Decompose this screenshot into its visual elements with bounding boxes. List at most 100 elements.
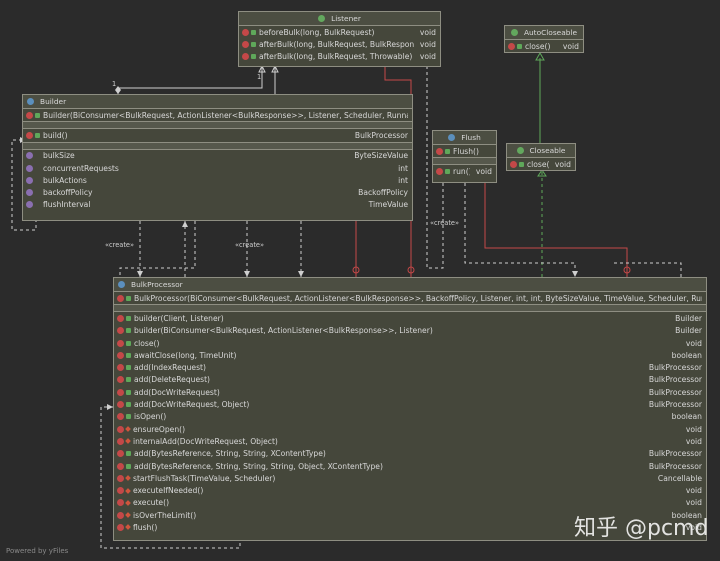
autocloseable-header: AutoCloseable: [505, 26, 583, 40]
closeable-header: Closeable: [507, 144, 575, 158]
field-name: bulkActions: [43, 175, 87, 185]
private-icon: [125, 524, 131, 531]
return-type: void: [685, 338, 702, 348]
edge-arrowhead: [537, 169, 547, 177]
field-icon: [26, 201, 33, 209]
method-signature: awaitClose(long, TimeUnit): [134, 350, 237, 360]
edge-bp-selfloop: [100, 406, 241, 549]
return-type: BulkProcessor: [648, 375, 702, 385]
method-row: executeIfNeeded()void: [114, 484, 706, 496]
private-icon: [125, 512, 131, 519]
listener-class-box[interactable]: Listener beforeBulk(long, BulkRequest)vo…: [238, 11, 441, 67]
method-row: startFlushTask(TimeValue, Scheduler)Canc…: [114, 472, 706, 484]
method-signature: close(): [527, 159, 549, 169]
method-row: awaitClose(long, TimeUnit) boolean: [114, 349, 706, 361]
edge-inner-anchor: [623, 266, 631, 274]
method-icon: [117, 314, 124, 322]
method-signature: run(): [453, 166, 470, 176]
public-icon: [35, 132, 40, 138]
method-signature: afterBulk(long, BulkRequest, Throwable): [259, 52, 413, 62]
field-type: ByteSizeValue: [354, 151, 408, 161]
method-signature: executeIfNeeded(): [133, 486, 204, 496]
public-icon: [445, 148, 450, 154]
return-type: void: [685, 436, 702, 446]
method-signature: beforeBulk(long, BulkRequest): [259, 27, 375, 37]
method-row: afterBulk(long, BulkRequest, BulkRespons…: [239, 38, 440, 50]
separator: [23, 141, 412, 150]
method-icon: [117, 450, 124, 458]
public-icon: [126, 328, 131, 334]
return-type: BulkProcessor: [648, 449, 702, 459]
autocloseable-class-box[interactable]: AutoCloseable close()void: [504, 25, 584, 53]
field-icon: [26, 152, 33, 160]
method-row: isOpen()boolean: [114, 411, 706, 423]
bulkprocessor-class-box[interactable]: BulkProcessor BulkProcessor(BiConsumer<B…: [113, 277, 707, 541]
method-row: close() void: [507, 158, 575, 170]
method-row: add(DocWriteRequest, Object)BulkProcesso…: [114, 398, 706, 410]
method-signature: builder(Client, Listener): [134, 313, 224, 323]
return-type: BulkProcessor: [648, 461, 702, 471]
return-type: boolean: [671, 510, 702, 520]
method-signature: build(): [43, 130, 68, 140]
public-icon: [126, 365, 131, 371]
method-icon: [26, 131, 33, 139]
field-name: backoffPolicy: [43, 188, 93, 198]
class-icon: [448, 134, 456, 141]
edge-bp-right-loop: [614, 262, 682, 277]
method-signature: flush(): [133, 522, 158, 532]
flush-class-box[interactable]: Flush Flush() run()void: [432, 130, 497, 183]
public-icon: [126, 295, 131, 301]
edge-flush-listener: [426, 67, 444, 269]
powered-by-footer: Powered by yFiles: [6, 547, 69, 555]
private-icon: [125, 500, 131, 506]
private-icon: [125, 475, 131, 482]
return-type: BulkProcessor: [648, 387, 702, 397]
flush-header: Flush: [433, 131, 496, 145]
method-icon: [117, 364, 124, 372]
field-name: flushInterval: [43, 200, 91, 210]
method-row: beforeBulk(long, BulkRequest)void: [239, 26, 440, 38]
field-icon: [26, 189, 33, 197]
public-icon: [126, 414, 131, 420]
edge-builder-listener: [117, 67, 263, 94]
builder-class-box[interactable]: Builder Builder(BiConsumer<BulkRequest, …: [22, 94, 413, 221]
public-icon: [126, 352, 131, 358]
return-type: void: [685, 522, 702, 532]
method-icon: [117, 401, 124, 409]
return-type: boolean: [671, 350, 702, 360]
interface-icon: [516, 147, 524, 154]
public-icon: [126, 377, 131, 383]
method-icon: [510, 160, 517, 168]
public-icon: [251, 54, 256, 60]
return-type: void: [554, 159, 571, 169]
method-row: add(DocWriteRequest)BulkProcessor: [114, 386, 706, 398]
field-type: BackoffPolicy: [358, 188, 408, 198]
edge-arrowhead: [137, 271, 143, 277]
create-label-3: «create»: [430, 219, 459, 227]
method-row: add(IndexRequest)BulkProcessor: [114, 361, 706, 373]
method-icon: [117, 376, 124, 384]
closeable-class-box[interactable]: Closeable close() void: [506, 143, 576, 171]
flush-methods: run()void: [433, 165, 496, 177]
method-row: builder(BiConsumer<BulkRequest, ActionLi…: [114, 325, 706, 337]
package-icon: [35, 153, 40, 158]
return-type: Builder: [675, 326, 702, 336]
public-icon: [35, 112, 40, 118]
method-signature: startFlushTask(TimeValue, Scheduler): [133, 473, 276, 483]
method-signature: add(DocWriteRequest, Object): [134, 400, 250, 410]
method-icon: [242, 28, 249, 36]
builder-constructor-signature: Builder(BiConsumer<BulkRequest, ActionLi…: [43, 110, 408, 120]
method-signature: add(BytesReference, String, String, Stri…: [134, 461, 383, 471]
method-icon: [508, 42, 515, 50]
return-type: void: [562, 41, 579, 51]
return-type: BulkProcessor: [648, 363, 702, 373]
edge-builder-dep: [119, 221, 196, 277]
edge-arrowhead: [298, 271, 304, 277]
class-icon: [27, 98, 34, 105]
method-row: flush() void: [114, 521, 706, 533]
method-icon: [117, 327, 124, 335]
bulkprocessor-header: BulkProcessor: [114, 278, 706, 292]
multiplicity-label-1: 1: [112, 80, 117, 88]
